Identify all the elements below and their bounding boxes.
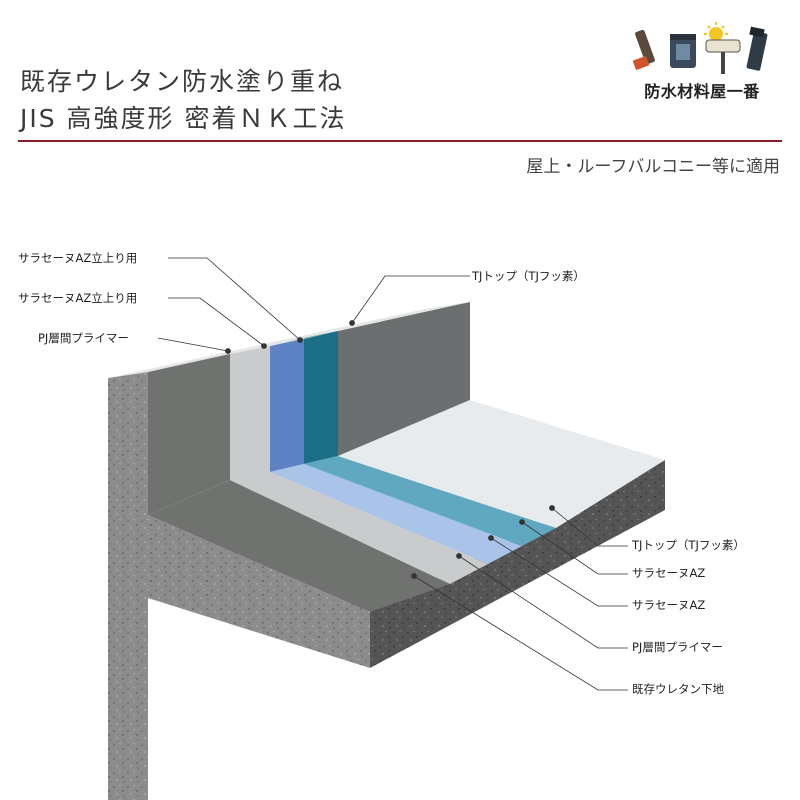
leader-wall-layer-2 — [168, 297, 265, 347]
wall-topcoat — [338, 302, 470, 456]
wall-saracene-teal — [304, 331, 338, 464]
label-floor-primer: PJ層間プライマー — [632, 640, 723, 654]
floor-saracene-1 — [270, 464, 522, 564]
slab-front-face — [148, 515, 370, 668]
parapet-top — [108, 302, 470, 378]
parapet-top-strip — [228, 331, 338, 355]
wall-saracene-2 — [270, 338, 304, 472]
application-note: 屋上・ルーフバルコニー等に適用 — [526, 157, 780, 177]
paint-can-icon — [670, 34, 696, 68]
wall-existing-urethane — [148, 354, 230, 515]
slab-side-face — [370, 460, 665, 668]
label-floor-substrate: 既存ウレタン下地 — [632, 682, 724, 696]
leader-floor-substrate — [413, 575, 628, 691]
label-floor-layer-1: サラセーヌAZ — [632, 566, 706, 580]
wall-primer — [230, 346, 270, 480]
label-wall-layer-top: サラセーヌAZ立上り用 — [18, 251, 138, 265]
label-wall-primer: PJ層間プライマー — [38, 331, 129, 345]
leader-wall-topcoat — [351, 275, 470, 324]
brand-logo-text: 防水材料屋一番 — [644, 82, 760, 101]
leader-floor-layer-2 — [490, 537, 628, 607]
floor-topcoat — [338, 400, 665, 528]
leader-wall-layer-top — [168, 257, 301, 341]
floor-saracene-2 — [304, 456, 556, 546]
leader-floor-primer — [458, 555, 628, 649]
leader-floor-topcoat — [551, 507, 628, 547]
page-subtitle-method: JIS 高強度形 密着ＮＫ工法 — [20, 104, 347, 133]
leader-wall-primer — [157, 337, 229, 352]
sun-icon — [704, 22, 728, 41]
floor-primer — [230, 472, 488, 584]
page-title: 既存ウレタン防水塗り重ね — [20, 67, 345, 96]
paint-brush-icon-2 — [746, 26, 768, 71]
label-wall-topcoat: TJトップ（TJフッ素） — [472, 269, 585, 283]
leader-floor-layer-1 — [521, 521, 628, 575]
paint-roller-icon — [705, 39, 741, 74]
floor-existing-urethane — [148, 480, 450, 612]
header-divider — [18, 140, 782, 142]
label-wall-layer-2: サラセーヌAZ立上り用 — [18, 291, 138, 305]
paint-brush-icon — [632, 29, 655, 71]
label-floor-topcoat: TJトップ（TJフッ素） — [632, 538, 745, 552]
brand-logo[interactable]: 防水材料屋一番 — [626, 20, 778, 106]
label-floor-layer-2: サラセーヌAZ — [632, 598, 706, 612]
